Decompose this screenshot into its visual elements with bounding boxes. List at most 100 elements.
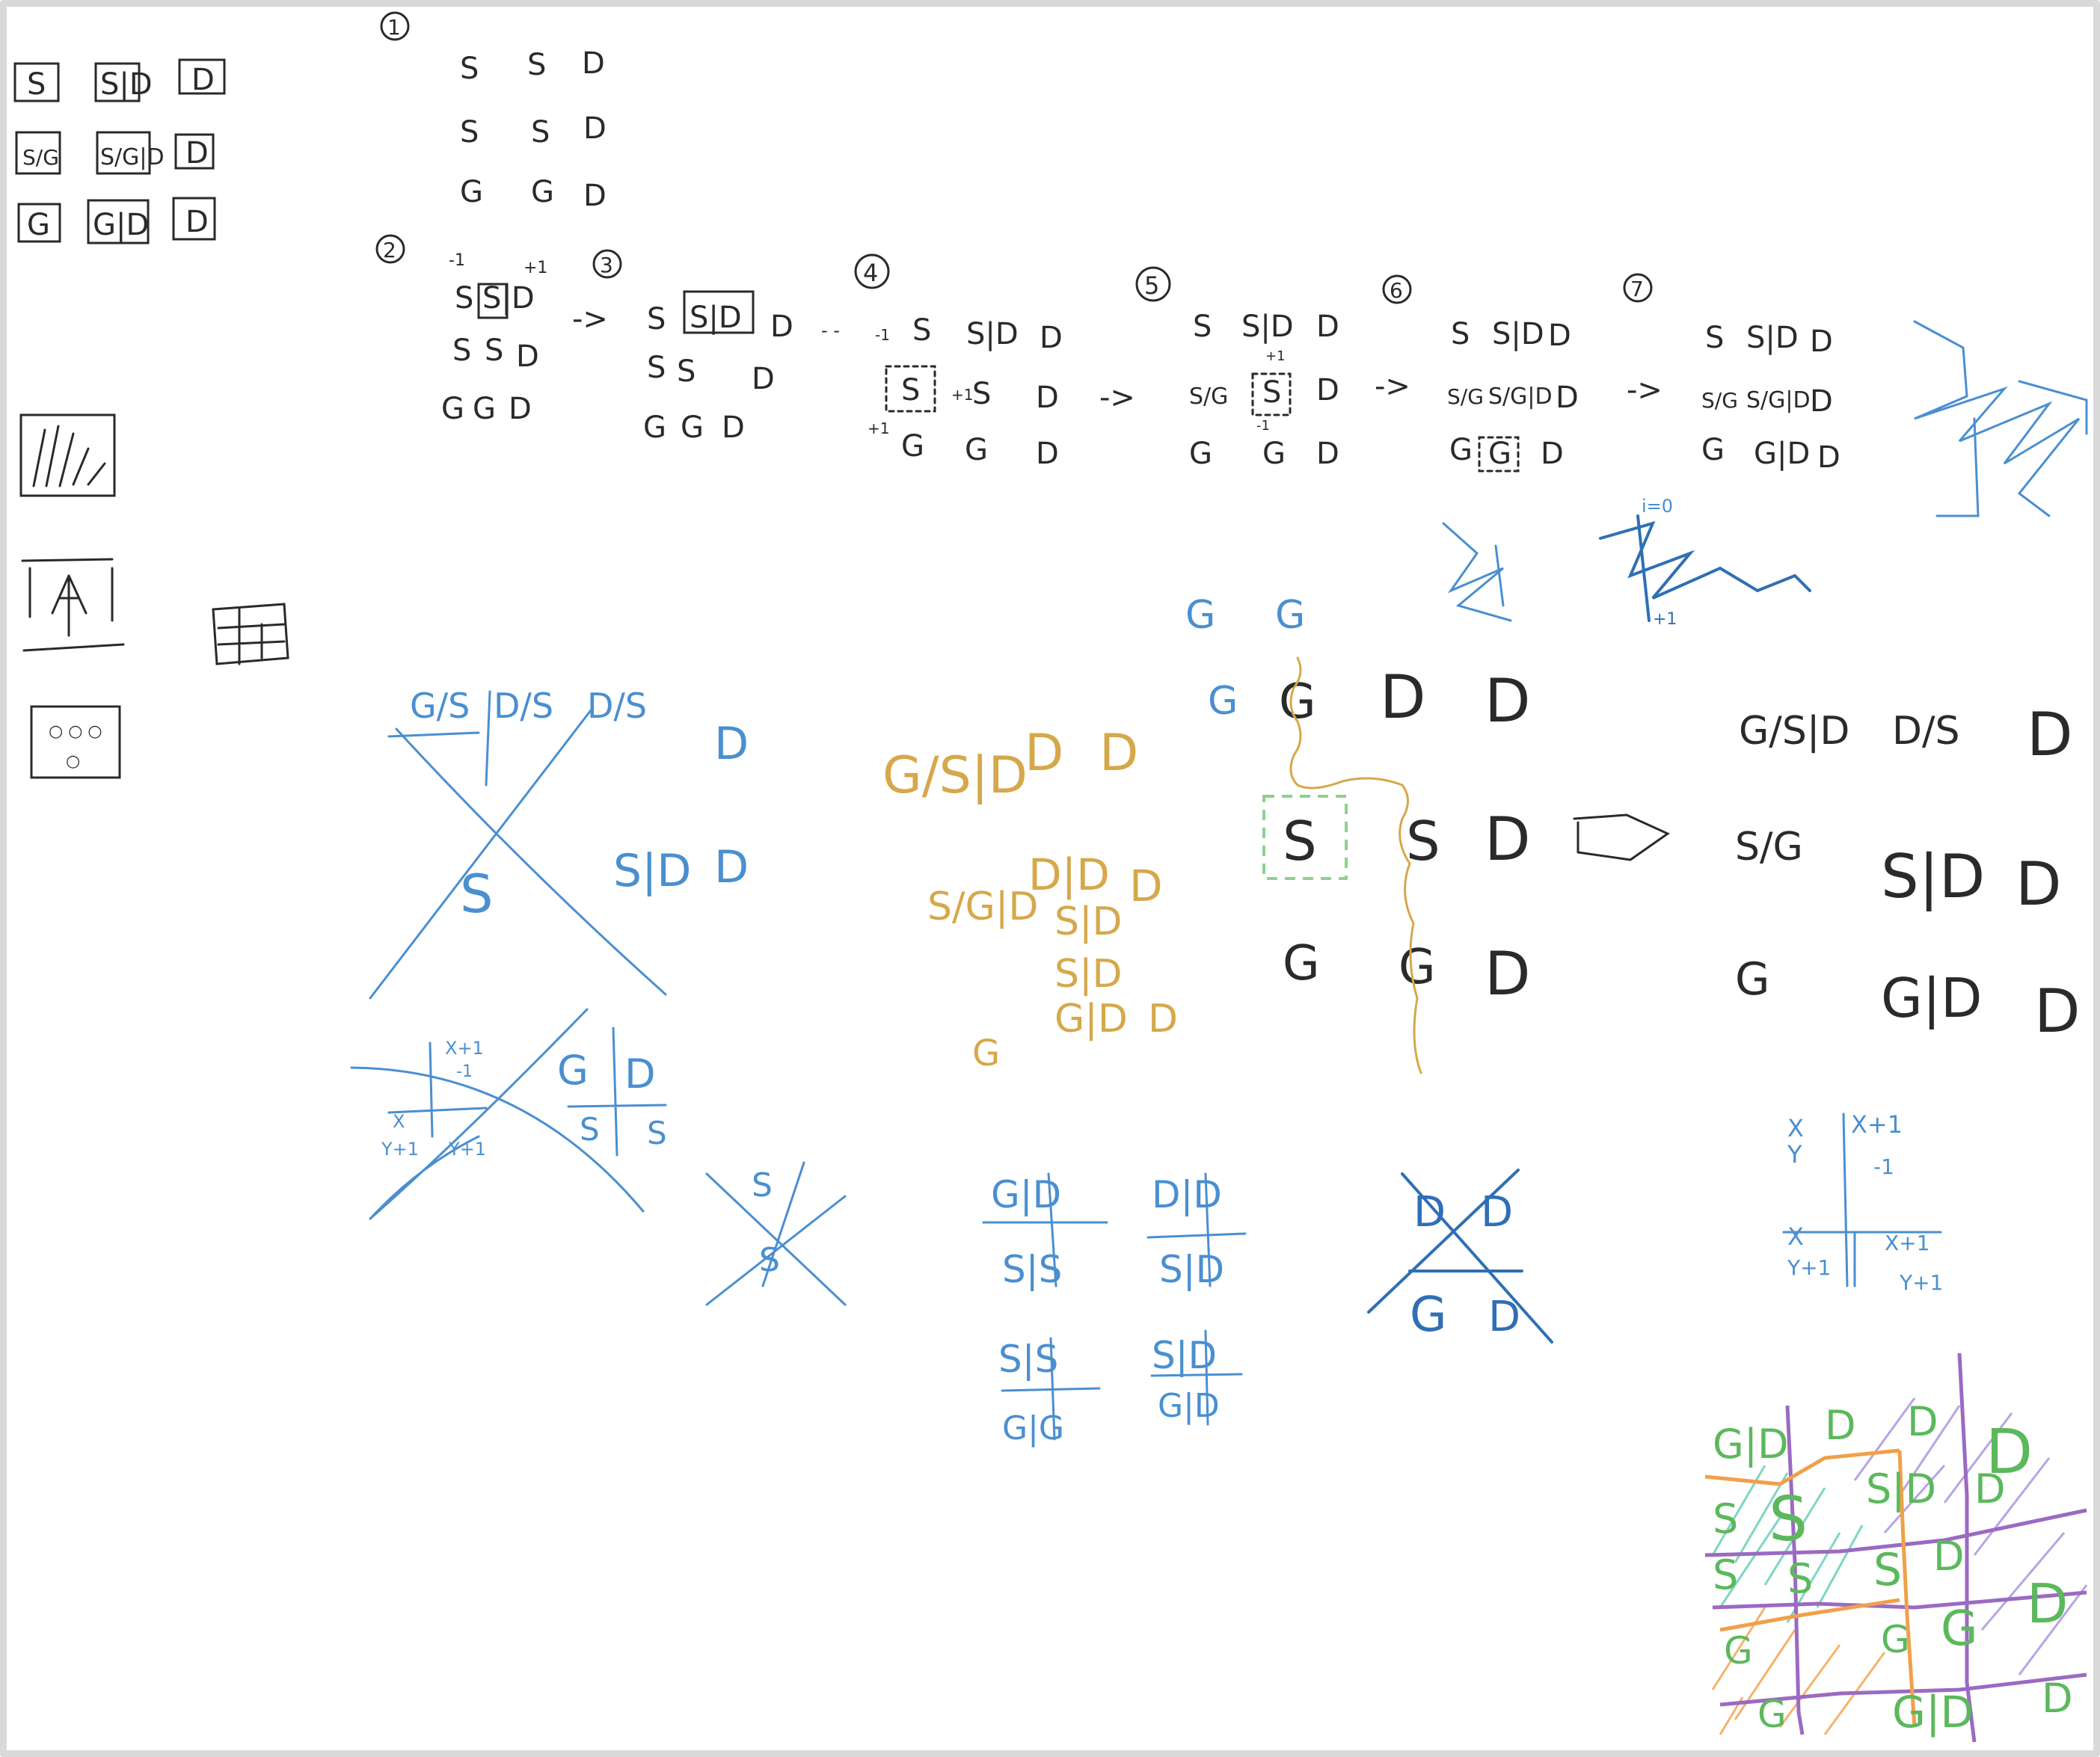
cross-out-lines xyxy=(350,1008,645,1220)
cell: S|D xyxy=(613,845,692,897)
legend-tile xyxy=(87,199,150,244)
cross-out-lines xyxy=(369,690,667,1000)
lower-mid-tiles: G|D S|S D|D S|D S|S G|G S|D G|D xyxy=(982,1172,1247,1447)
ellipsis: - - xyxy=(821,320,840,341)
cell: D xyxy=(1810,324,1833,359)
cell: D xyxy=(1316,373,1339,407)
cell: S|D xyxy=(1492,317,1544,351)
green-dashed-highlight xyxy=(1262,795,1348,880)
cell: S xyxy=(1713,1551,1738,1598)
hatched-box-icon xyxy=(19,413,116,497)
arrow: -> xyxy=(1375,369,1410,404)
cell: S/G|D xyxy=(1488,384,1553,410)
cell: G xyxy=(1701,433,1725,467)
crossed-gd: D D G D xyxy=(1367,1169,1553,1344)
cell: G|D xyxy=(1754,437,1810,471)
grid-lines xyxy=(567,1027,667,1157)
legend-tile-label: G xyxy=(27,208,50,242)
cell: G xyxy=(557,1047,589,1094)
cell: S|D xyxy=(1054,952,1123,997)
cell: G xyxy=(1881,1618,1910,1661)
cell: G xyxy=(460,175,483,209)
cell: S|D xyxy=(1866,1465,1936,1513)
cell: D xyxy=(1810,384,1833,419)
tree-frame-icon xyxy=(21,558,125,652)
result-grid: G/S|D D/S D S/G S|D D G G|D D xyxy=(1735,700,2081,1046)
offset-mark: +1 xyxy=(524,259,547,277)
axis-label: Y+1 xyxy=(1787,1255,1831,1280)
cell: G xyxy=(972,1033,1000,1074)
cell: D xyxy=(1485,939,1531,1009)
step-marker-circle xyxy=(1623,273,1653,303)
legend-tile xyxy=(172,197,216,241)
cross-out-lines xyxy=(1367,1169,1553,1344)
brick-wall-icon xyxy=(212,603,289,665)
axis-label: Y+1 xyxy=(448,1139,486,1160)
cell: G xyxy=(1185,593,1215,638)
cell: D xyxy=(2015,849,2062,919)
legend-tile xyxy=(94,62,141,102)
axis-label: X xyxy=(1787,1222,1804,1251)
cell: D xyxy=(1129,861,1163,911)
cell: G|D xyxy=(1892,1687,1974,1738)
step-marker: 5 xyxy=(1144,271,1159,300)
cell: S xyxy=(912,313,931,348)
cell: G xyxy=(441,392,464,426)
legend-tile xyxy=(178,58,226,95)
cell: S xyxy=(455,281,473,316)
cell: D xyxy=(1036,437,1059,471)
step-marker: 7 xyxy=(1630,277,1644,301)
cell: D xyxy=(714,841,749,893)
cell: D xyxy=(1485,804,1531,874)
step-marker: 1 xyxy=(387,15,401,40)
step-marker-circle xyxy=(380,11,410,41)
cell: D xyxy=(1974,1465,2006,1513)
cell: S xyxy=(1451,317,1470,351)
gold-grid: G/S|D D D S/G|D D|D D S|D S|D G|D D G xyxy=(882,724,1178,1074)
cell: S|D xyxy=(1881,842,1985,912)
step1-grid: S S D S S D G G D xyxy=(460,46,607,213)
dashed-highlight xyxy=(1478,436,1520,473)
cell: D xyxy=(2027,1572,2068,1635)
cell: D xyxy=(2034,976,2081,1046)
highlight-box xyxy=(683,290,755,334)
step7-grid: S S|D D S/G S/G|D D G G|D D xyxy=(1701,321,1840,475)
dice-dots: ○ ○ ○ xyxy=(49,722,102,741)
cell: D xyxy=(1817,440,1840,475)
cell: D xyxy=(583,179,607,213)
cell: G xyxy=(1208,679,1238,724)
cell: S xyxy=(752,1166,773,1204)
cell: S xyxy=(1193,310,1212,344)
cell: D xyxy=(509,392,532,426)
purple-hatch xyxy=(1853,1397,2088,1676)
cell: G/S|D xyxy=(1739,709,1849,754)
black-grid: G G G G D D S S D G G D xyxy=(1185,593,1671,1074)
offset-mark: -1 xyxy=(449,251,465,270)
cell: D xyxy=(1907,1398,1938,1445)
cell: S xyxy=(647,1115,667,1151)
step4-grid: -1 +1 +1 S S|D D S S D G G D -> xyxy=(868,313,1135,471)
cell: G xyxy=(1262,437,1286,471)
cell: D xyxy=(1556,381,1579,415)
gold-wavy-line xyxy=(1289,656,1422,1074)
cell: G xyxy=(531,175,554,209)
cell: D xyxy=(1485,666,1531,736)
hatch-strokes xyxy=(32,425,106,487)
cell: S|S xyxy=(1002,1248,1062,1291)
step-marker-circle xyxy=(1135,266,1171,302)
legend-tile-label: S|D xyxy=(100,67,153,102)
cell: D xyxy=(1541,437,1564,471)
cell: S xyxy=(647,302,666,336)
cell: G xyxy=(965,433,988,467)
double-arrow xyxy=(1573,813,1671,861)
cell: G xyxy=(1189,437,1212,471)
cell: S/G xyxy=(1189,384,1228,410)
cell: G xyxy=(643,410,666,445)
grid-lines xyxy=(1001,1337,1101,1441)
cell: D xyxy=(1025,724,1063,783)
cell: S/G|D xyxy=(927,884,1038,929)
tree-icon xyxy=(51,574,88,637)
cell: G xyxy=(1757,1693,1787,1736)
cell: D xyxy=(1148,997,1178,1041)
